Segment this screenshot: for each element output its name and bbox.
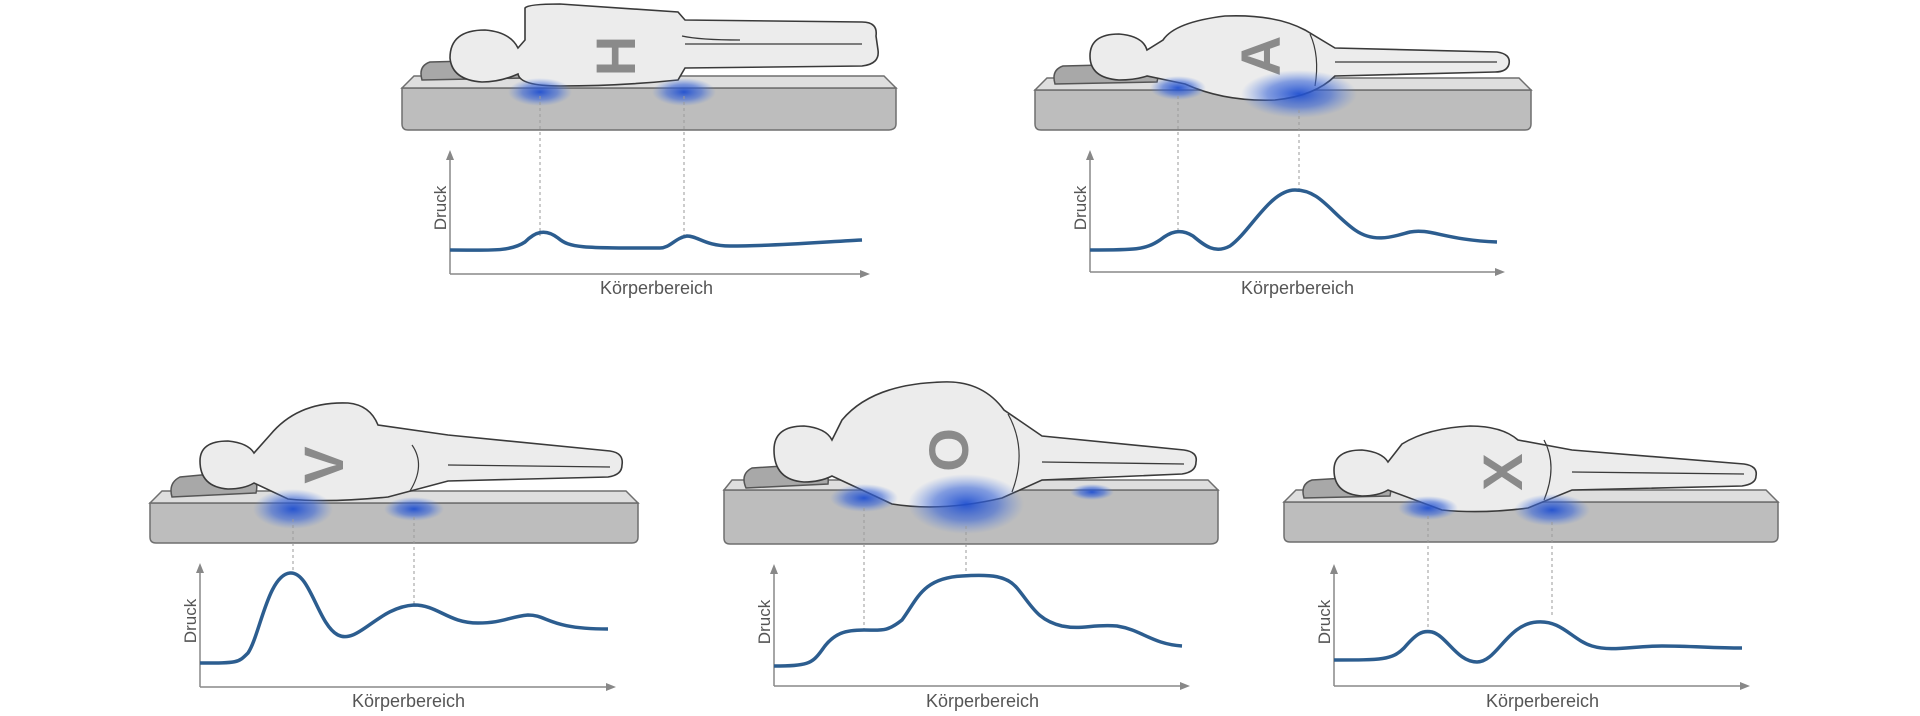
x-axis-arrow [1740,682,1750,690]
body-silhouette [199,402,624,502]
x-axis-arrow [1180,682,1190,690]
y-axis-arrow [446,150,454,160]
hip-line [409,444,420,492]
panel-x: X Druck Körperbereich [1282,410,1782,711]
pressure-zone [508,78,572,106]
x-axis-arrow [860,270,870,278]
pressure-zone [253,489,333,529]
pressure-curve [199,571,609,665]
panel-o: O Druck Körperbereich [722,380,1222,711]
panel-o-svg: O [722,381,1220,690]
pressure-curve [449,230,863,252]
y-axis-label: Druck [1315,599,1334,645]
body-silhouette [449,3,879,87]
pressure-zone [830,484,898,512]
y-axis-label: Druck [755,599,774,645]
leg-line [1571,471,1745,475]
pressure-zone [908,474,1024,534]
panel-a: A Druck Körperbereich [1033,0,1535,300]
pressure-zone [652,78,716,106]
leg-line [447,464,611,468]
leg-line [1041,461,1185,465]
y-axis-label: Druck [431,185,450,231]
panel-a-svg: A [1033,14,1533,276]
position-letter: X [1471,453,1534,490]
hip-line [1007,413,1020,493]
x-axis-arrow [606,683,616,691]
body-silhouette [773,381,1198,508]
panel-v: V Druck Körperbereich [148,395,648,711]
y-axis-arrow [1086,150,1094,160]
position-letter: H [584,36,647,76]
position-letter: O [917,428,980,472]
x-axis-label: Körperbereich [1241,278,1355,298]
y-axis-arrow [1330,564,1338,574]
panel-h-svg: H [400,3,898,278]
pressure-curve [1089,188,1498,252]
pressure-zone [1150,76,1206,100]
position-letter: V [292,446,355,483]
x-axis-label: Körperbereich [600,278,714,298]
x-axis-arrow [1495,268,1505,276]
pressure-zone [1070,484,1114,500]
panel-h: H Druck Körperbereich [400,0,900,300]
pressure-zone [1241,70,1357,118]
pressure-zone [1398,496,1458,520]
y-axis-arrow [196,563,204,573]
pressure-zone [1514,494,1590,526]
x-axis-label: Körperbereich [926,691,1040,711]
panel-v-svg: V [148,402,640,691]
x-axis-label: Körperbereich [352,691,466,711]
y-axis-label: Druck [1071,185,1090,231]
leg-line-2 [681,35,741,41]
mattress [401,87,897,131]
y-axis-label: Druck [181,598,200,644]
panel-x-svg: X [1282,425,1780,690]
pressure-curve [773,573,1183,668]
pressure-curve [1333,620,1743,664]
position-letter: A [1229,36,1292,76]
body-silhouette [1333,425,1758,513]
hip-line [1543,439,1552,501]
y-axis-arrow [770,564,778,574]
x-axis-label: Körperbereich [1486,691,1600,711]
pressure-zone [384,497,444,521]
